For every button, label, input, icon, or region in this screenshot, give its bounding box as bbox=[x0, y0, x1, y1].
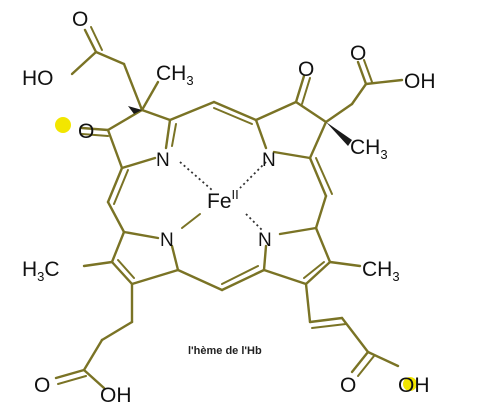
bond-co-c2 bbox=[57, 375, 87, 385]
label-o-bottom-left: O bbox=[34, 374, 50, 397]
bond-oh-b bbox=[364, 78, 404, 86]
bridge-left-2 bbox=[113, 169, 129, 205]
label-oh-bottom-right: OH bbox=[398, 374, 430, 397]
bond-co-b1 bbox=[356, 60, 368, 86]
coord-n1-fe bbox=[179, 161, 213, 191]
bridge-bottom-1 bbox=[176, 268, 224, 292]
ring-b bbox=[254, 100, 328, 160]
bridge-right-2 bbox=[315, 157, 333, 195]
bond-oh-d bbox=[366, 350, 400, 368]
label-n-upper-right: N bbox=[262, 150, 276, 171]
bond-ketone-a1 bbox=[80, 126, 110, 132]
label-ch3-right-top: CH3 bbox=[350, 136, 388, 162]
bond-ketone-a2 bbox=[81, 133, 109, 137]
highlight-atom-ketone bbox=[55, 117, 71, 133]
label-ho-top-left: HO bbox=[22, 67, 54, 90]
bond-co-a1 bbox=[83, 28, 98, 54]
bond-vinyl-d3 bbox=[311, 323, 347, 329]
bond-vinyl-d4 bbox=[340, 316, 370, 354]
label-fe: FeII bbox=[207, 187, 239, 213]
bond-oh-a bbox=[70, 50, 98, 76]
bridge-top-3 bbox=[213, 107, 253, 125]
bond-vinyl-d2 bbox=[308, 316, 344, 324]
bond-methyl-a bbox=[140, 80, 160, 112]
bridge-right-3 bbox=[314, 194, 328, 230]
label-o-ketone-right: O bbox=[298, 58, 314, 81]
bridge-right-1 bbox=[308, 156, 328, 198]
wedge-a bbox=[128, 106, 142, 114]
bond-ch2-b bbox=[324, 102, 354, 124]
label-ch3-top: CH3 bbox=[156, 62, 194, 88]
coord-n4-fe bbox=[245, 213, 263, 231]
bond-co-d1 bbox=[350, 350, 370, 374]
bond-oh-c bbox=[82, 368, 106, 390]
ring-a bbox=[106, 108, 177, 170]
ring-d bbox=[262, 226, 332, 286]
label-n-lower-right: N bbox=[258, 230, 272, 251]
label-o-top-right: O bbox=[350, 42, 366, 65]
bond-chain-c3 bbox=[82, 338, 104, 372]
label-h3c-left: H3C bbox=[22, 258, 60, 284]
label-o-ketone-left: O bbox=[78, 120, 94, 143]
bond-cooh-b bbox=[350, 82, 368, 106]
bond-ch2-a bbox=[122, 62, 144, 112]
bond-methyl-c bbox=[82, 260, 114, 268]
bridge-bottom-2 bbox=[220, 268, 266, 292]
label-n-upper-left: N bbox=[156, 150, 170, 171]
bond-cooh-a bbox=[94, 50, 126, 66]
bond-co-d2 bbox=[357, 355, 375, 377]
bond-co-a2 bbox=[90, 26, 103, 51]
bond-vinyl-d1 bbox=[304, 282, 312, 324]
bond-methyl-d bbox=[328, 260, 362, 268]
ring-c bbox=[110, 230, 180, 286]
diagram-caption: l'hème de l'Hb bbox=[188, 345, 262, 357]
label-o-bottom-right: O bbox=[340, 374, 356, 397]
wedge-b bbox=[326, 122, 352, 146]
label-ch3-right: CH3 bbox=[362, 258, 400, 284]
bridge-bottom-3 bbox=[221, 265, 259, 285]
bridge-left-3 bbox=[106, 200, 126, 234]
coord-n3-fe bbox=[181, 213, 201, 229]
coord-n2-fe bbox=[239, 161, 267, 189]
label-oh-bottom-left: OH bbox=[100, 384, 132, 407]
bond-ketone-b2 bbox=[301, 77, 311, 105]
bond-chain-c2 bbox=[100, 320, 134, 342]
bond-ketone-b1 bbox=[294, 74, 306, 104]
label-o-top-left: O bbox=[72, 8, 88, 31]
bond-co-b2 bbox=[363, 59, 373, 83]
highlight-atom-oh bbox=[403, 377, 417, 391]
bridge-top-1 bbox=[168, 100, 216, 122]
bridge-left-1 bbox=[106, 166, 124, 204]
label-n-lower-left: N bbox=[160, 230, 174, 251]
label-oh-top-right: OH bbox=[404, 70, 436, 93]
bridge-top-2 bbox=[212, 100, 258, 122]
bond-co-c1 bbox=[54, 368, 86, 380]
